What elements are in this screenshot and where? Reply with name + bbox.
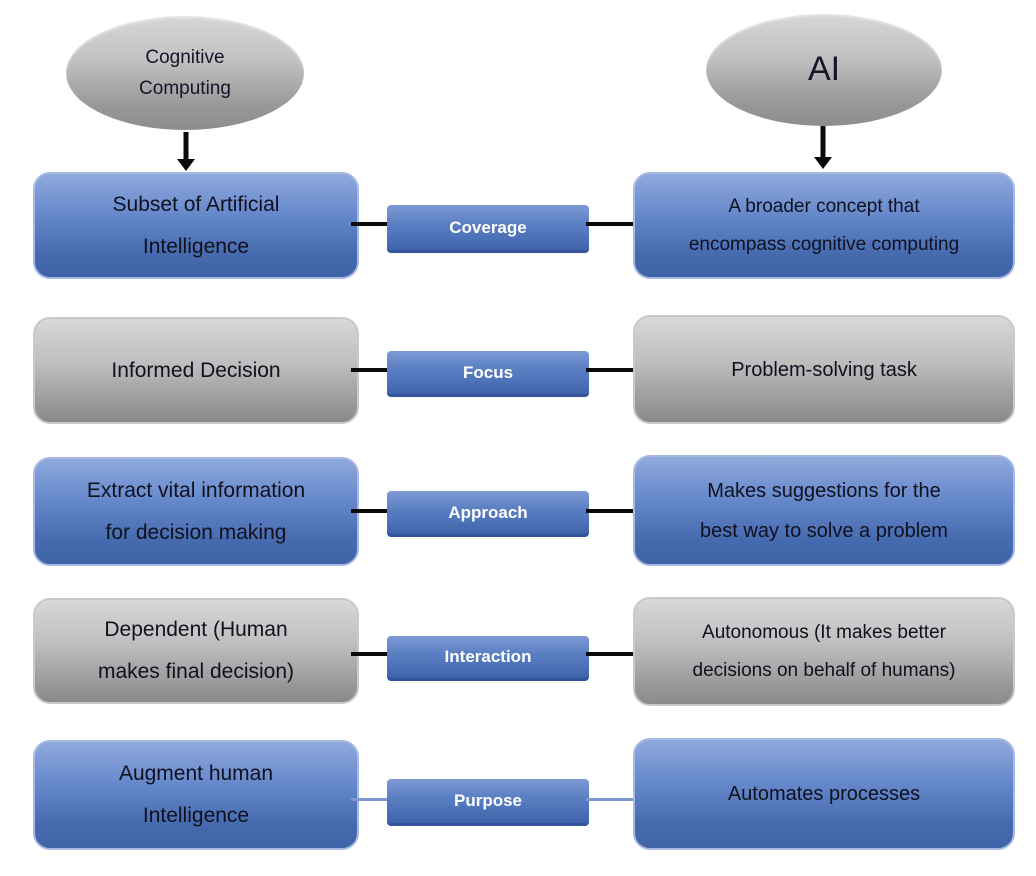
cognitive-computing-label: Cognitive Computing <box>139 46 231 99</box>
purpose-cognitive-box: Augment human Intelligence <box>33 740 359 850</box>
purpose-cognitive-label: Augment human Intelligence <box>118 762 274 827</box>
focus-ai-label: Problem-solving task <box>731 358 917 381</box>
interaction-connector: Interaction <box>387 636 589 681</box>
connector-line <box>586 652 635 656</box>
connector-line <box>586 509 635 513</box>
focus-connector: Focus <box>387 351 589 397</box>
connector-line <box>351 798 389 801</box>
approach-ai-box: Makes suggestions for the best way to so… <box>633 455 1015 566</box>
purpose-ai-box: Automates processes <box>633 738 1015 850</box>
connector-line <box>351 222 389 226</box>
arrow-stem <box>820 126 826 157</box>
focus-ai-box: Problem-solving task <box>633 315 1015 424</box>
interaction-cognitive-label: Dependent (Human makes final decision) <box>97 618 295 683</box>
approach-cognitive-box: Extract vital information for decision m… <box>33 457 359 566</box>
purpose-ai-label: Automates processes <box>727 783 921 805</box>
coverage-ai-box: A broader concept that encompass cogniti… <box>633 172 1015 279</box>
ai-label: AI <box>807 50 841 89</box>
coverage-connector: Coverage <box>387 205 589 253</box>
interaction-label: Interaction <box>444 647 532 666</box>
interaction-ai-box: Autonomous (It makes better decisions on… <box>633 597 1015 706</box>
connector-line <box>586 798 635 801</box>
purpose-label: Purpose <box>453 791 523 810</box>
connector-line <box>351 368 389 372</box>
coverage-ai-label: A broader concept that encompass cogniti… <box>688 195 960 255</box>
down-arrow-icon <box>814 126 832 169</box>
focus-cognitive-box: Informed Decision <box>33 317 359 424</box>
arrow-stem <box>183 132 189 159</box>
connector-line <box>586 222 635 226</box>
connector-line <box>351 509 389 513</box>
coverage-cognitive-label: Subset of Artificial Intelligence <box>112 192 280 258</box>
connector-line <box>351 652 389 656</box>
coverage-cognitive-box: Subset of Artificial Intelligence <box>33 172 359 279</box>
approach-label: Approach <box>448 502 528 522</box>
coverage-label: Coverage <box>449 217 527 237</box>
connector-line <box>586 368 635 372</box>
approach-connector: Approach <box>387 491 589 537</box>
ai-ellipse: AI <box>706 14 942 126</box>
purpose-connector: Purpose <box>387 779 589 826</box>
approach-cognitive-label: Extract vital information for decision m… <box>86 478 306 544</box>
focus-label: Focus <box>462 362 514 382</box>
down-arrow-icon <box>177 132 195 171</box>
approach-ai-label: Makes suggestions for the best way to so… <box>700 479 948 542</box>
interaction-cognitive-box: Dependent (Human makes final decision) <box>33 598 359 704</box>
cognitive-computing-ellipse: Cognitive Computing <box>66 16 304 130</box>
arrow-head <box>177 159 195 171</box>
arrow-head <box>814 157 832 169</box>
interaction-ai-label: Autonomous (It makes better decisions on… <box>692 621 956 681</box>
focus-cognitive-label: Informed Decision <box>111 358 281 382</box>
